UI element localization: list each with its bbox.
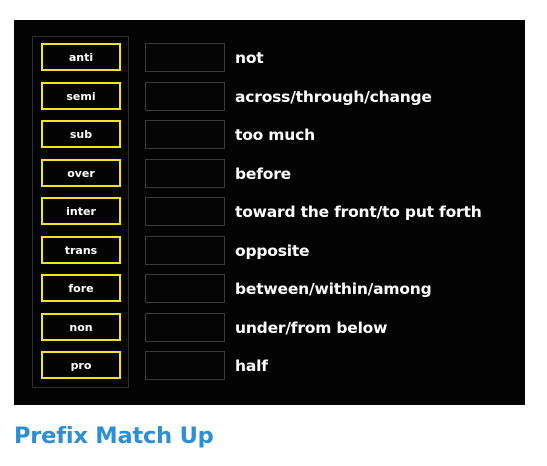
drop-slot-8[interactable] [145,313,225,342]
prefix-tile-inter[interactable]: inter [41,197,121,225]
meaning-label: not [235,48,264,67]
drop-slot-7[interactable] [145,274,225,303]
prefix-tile-trans[interactable]: trans [41,236,121,264]
drop-slot-1[interactable] [145,43,225,72]
prefix-tile-sub[interactable]: sub [41,120,121,148]
meaning-label: toward the front/to put forth [235,202,482,221]
prefix-tile-fore[interactable]: fore [41,274,121,302]
prefix-tile-non[interactable]: non [41,313,121,341]
drop-slot-2[interactable] [145,82,225,111]
prefix-panel [32,36,129,388]
game-title-link[interactable]: Prefix Match Up [14,423,214,449]
meaning-label: too much [235,125,315,144]
drop-slot-4[interactable] [145,159,225,188]
prefix-tile-pro[interactable]: pro [41,351,121,379]
meaning-label: under/from below [235,318,388,337]
meaning-label: across/through/change [235,87,432,106]
game-board: anti semi sub over inter trans fore non … [14,20,525,405]
prefix-tile-anti[interactable]: anti [41,43,121,71]
meaning-label: between/within/among [235,279,432,298]
drop-slot-9[interactable] [145,351,225,380]
drop-slot-6[interactable] [145,236,225,265]
prefix-tile-over[interactable]: over [41,159,121,187]
drop-slot-3[interactable] [145,120,225,149]
meaning-label: opposite [235,241,310,260]
meaning-label: before [235,164,291,183]
drop-slot-5[interactable] [145,197,225,226]
prefix-tile-semi[interactable]: semi [41,82,121,110]
meaning-label: half [235,356,268,375]
